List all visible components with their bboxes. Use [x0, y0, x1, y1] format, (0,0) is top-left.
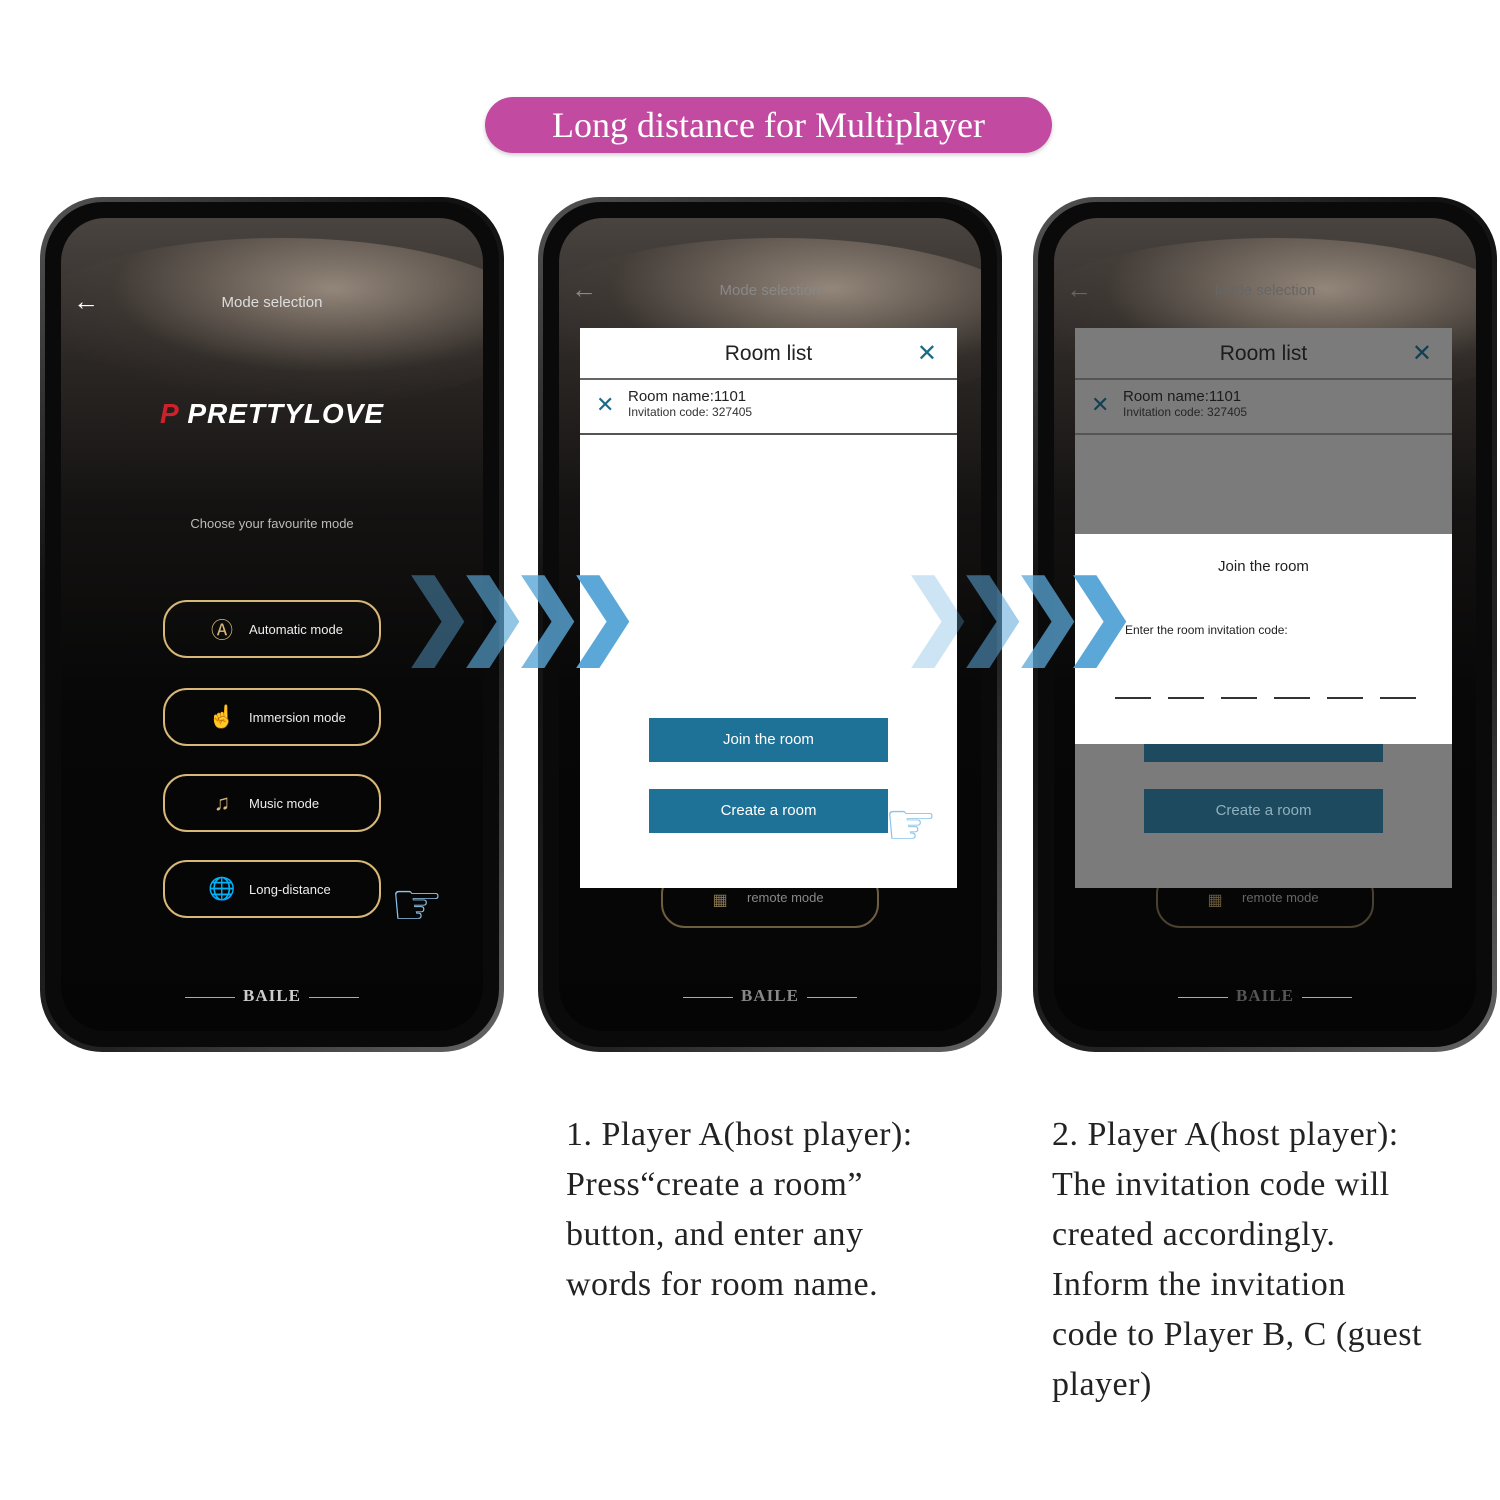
- chevron-right-icon: ❯: [1062, 565, 1138, 665]
- brand-logo: P PRETTYLOVE: [61, 398, 483, 430]
- chevron-right-icon: ❯: [565, 565, 641, 665]
- join-prompt: Enter the room invitation code:: [1125, 623, 1288, 637]
- join-room-button[interactable]: Join the room: [649, 718, 888, 762]
- caption-line: 1. Player A(host player):: [566, 1116, 913, 1153]
- close-icon[interactable]: ✕: [916, 340, 937, 367]
- caption-line: code to Player B, C (guest: [1052, 1316, 1422, 1353]
- automatic-icon: Ⓐ: [210, 618, 233, 643]
- page-title: Long distance for Multiplayer: [485, 97, 1052, 153]
- brand-footer: BAILE: [1054, 986, 1476, 1006]
- room-list-item[interactable]: ✕ Room name:1101 Invitation code: 327405: [1075, 380, 1452, 435]
- room-name: Room name:1101: [628, 388, 747, 405]
- mode-label: Long-distance: [249, 881, 331, 897]
- back-arrow-icon[interactable]: ←: [1066, 274, 1092, 304]
- screen-header: Mode selection: [719, 282, 821, 299]
- room-list-item[interactable]: ✕ Room name:1101 Invitation code: 327405: [580, 380, 957, 435]
- mode-button-long-distance[interactable]: 🌐 Long-distance: [163, 860, 381, 918]
- logo-mark-icon: P: [159, 398, 179, 429]
- chevron-right-icon: ❯: [955, 565, 1031, 665]
- invitation-code: Invitation code: 327405: [628, 405, 753, 419]
- invitation-code: Invitation code: 327405: [1123, 405, 1248, 419]
- caption-line: created accordingly.: [1052, 1216, 1336, 1253]
- phone-room-list: ← Mode selection ▦ remote mode BAILE Room…: [538, 197, 1002, 1052]
- globe-icon: ▦: [712, 892, 728, 909]
- hand-touch-icon: ☝: [208, 704, 236, 729]
- globe-icon: ▦: [1207, 892, 1223, 909]
- caption-line: words for room name.: [566, 1266, 879, 1303]
- dialog-title-text: Room list: [1219, 342, 1308, 365]
- create-room-button[interactable]: Create a room: [1144, 789, 1383, 833]
- caption-step-2: 2. Player A(host player): The invitation…: [1052, 1110, 1422, 1410]
- chevron-right-icon: ❯: [900, 565, 976, 665]
- join-room-dialog: Join the room Enter the room invitation …: [1075, 534, 1452, 744]
- invitation-code-input[interactable]: [1115, 697, 1452, 699]
- mode-label: Immersion mode: [249, 709, 346, 725]
- mode-button-automatic[interactable]: Ⓐ Automatic mode: [163, 600, 381, 658]
- dialog-title: Room list ✕: [1075, 328, 1452, 380]
- caption-step-1: 1. Player A(host player): Press“create a…: [566, 1110, 913, 1310]
- mode-label: remote mode: [747, 890, 824, 905]
- mode-button-immersion[interactable]: ☝ Immersion mode: [163, 688, 381, 746]
- screen-header: Mode selection: [1214, 282, 1316, 299]
- mode-label: remote mode: [1242, 890, 1319, 905]
- close-icon[interactable]: ✕: [1411, 340, 1432, 367]
- room-name: Room name:1101: [1123, 388, 1242, 405]
- join-title: Join the room: [1218, 558, 1309, 575]
- room-list-dialog: Room list ✕ ✕ Room name:1101 Invitation c…: [580, 328, 957, 888]
- mode-button-music[interactable]: ♫ Music mode: [163, 774, 381, 832]
- mode-label: Automatic mode: [249, 621, 343, 637]
- chevron-right-icon: ❯: [1010, 565, 1086, 665]
- caption-line: button, and enter any: [566, 1216, 864, 1253]
- screen-header: Mode selection: [221, 294, 323, 311]
- brand-footer: BAILE: [61, 986, 483, 1006]
- delete-room-icon[interactable]: ✕: [1091, 392, 1110, 417]
- choose-mode-label: Choose your favourite mode: [190, 516, 354, 531]
- back-arrow-icon[interactable]: ←: [73, 286, 99, 316]
- pointing-hand-icon: ☜: [390, 871, 444, 938]
- chevron-right-icon: ❯: [510, 565, 586, 665]
- music-note-icon: ♫: [213, 790, 231, 815]
- caption-line: 2. Player A(host player):: [1052, 1116, 1399, 1153]
- chevron-right-icon: ❯: [455, 565, 531, 665]
- globe-icon: 🌐: [208, 876, 236, 901]
- logo-text: PRETTYLOVE: [187, 398, 385, 429]
- delete-room-icon[interactable]: ✕: [596, 392, 615, 417]
- pointing-hand-icon: ☜: [884, 791, 938, 858]
- create-room-button[interactable]: Create a room: [649, 789, 888, 833]
- caption-line: player): [1052, 1366, 1152, 1403]
- caption-line: Press“create a room”: [566, 1166, 863, 1203]
- chevron-right-icon: ❯: [400, 565, 476, 665]
- caption-line: The invitation code will: [1052, 1166, 1390, 1203]
- mode-label: Music mode: [249, 795, 320, 811]
- dialog-title: Room list ✕: [580, 328, 957, 380]
- dialog-title-text: Room list: [724, 342, 813, 365]
- phone-mode-selection: ← Mode selection P PRETTYLOVE Choose you…: [40, 197, 504, 1052]
- back-arrow-icon[interactable]: ←: [571, 274, 597, 304]
- brand-footer: BAILE: [559, 986, 981, 1006]
- phone-join-room: ← Mode selection ▦ remote mode BAILE Room…: [1033, 197, 1497, 1052]
- caption-line: Inform the invitation: [1052, 1266, 1346, 1303]
